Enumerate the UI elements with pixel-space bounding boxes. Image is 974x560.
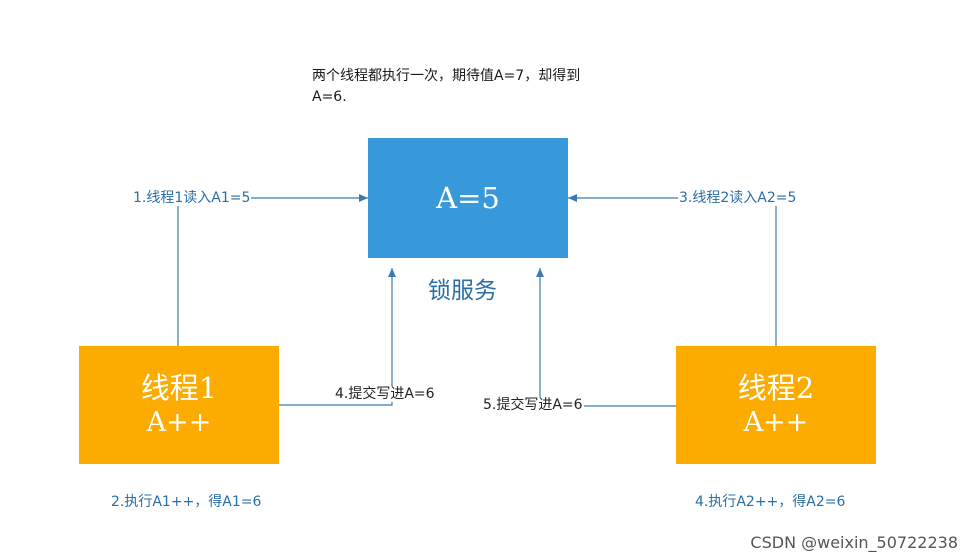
arrow-read1 [177,194,368,346]
lock-value: A=5 [436,181,500,215]
lock-value-box: A=5 [368,138,568,258]
thread1-box: 线程1 A++ [79,346,279,464]
note-text: 两个线程都执行一次，期待值A=7，却得到A=6. [312,68,581,105]
watermark: CSDN @weixin_50722238 [750,533,958,552]
thread2-box: 线程2 A++ [676,346,876,464]
step-write2-label: 5.提交写进A=6 [482,397,584,413]
step-write1-label: 4.提交写进A=6 [334,386,436,402]
arrow-write2 [536,268,676,407]
thread2-title: 线程2 [737,371,815,405]
lock-service-label: 锁服务 [428,278,497,304]
thread2-op: A++ [743,407,809,438]
step-exec2-label: 4.执行A2++，得A2=6 [694,494,847,510]
thread1-title: 线程1 [140,371,218,405]
arrow-read2 [568,194,777,346]
arrow-write1 [278,268,396,406]
step-read1-label: 1.线程1读入A1=5 [132,190,252,206]
step-exec1-label: 2.执行A1++，得A1=6 [110,494,263,510]
step-read2-label: 3.线程2读入A2=5 [678,190,798,206]
thread1-op: A++ [146,407,212,438]
